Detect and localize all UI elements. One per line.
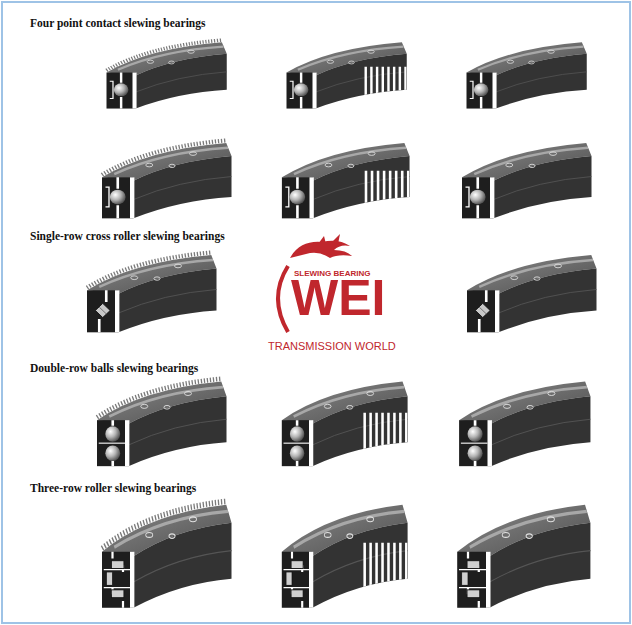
ball-element xyxy=(290,73,309,109)
bearing-body xyxy=(102,143,232,218)
gear-teeth xyxy=(358,138,465,220)
roller-element xyxy=(104,552,130,608)
bearing-body xyxy=(457,505,590,608)
roller-element xyxy=(284,552,310,608)
bearing-body xyxy=(467,42,587,108)
gear-teeth xyxy=(87,253,211,288)
section-heading-box: Three-row roller slewing bearings xyxy=(30,478,196,496)
bearing-body xyxy=(87,255,217,332)
roller-element xyxy=(475,290,490,332)
ball-element xyxy=(466,177,486,218)
ball-element xyxy=(470,73,489,109)
section-heading: Four point contact slewing bearings xyxy=(30,17,206,29)
bearing-body xyxy=(102,505,232,608)
gear-teeth xyxy=(102,501,226,548)
logo-arc xyxy=(278,266,288,332)
gear-teeth xyxy=(357,498,462,610)
ball-element xyxy=(461,420,488,466)
bearing-body xyxy=(462,143,592,218)
section-heading-box: Double-row balls slewing bearings xyxy=(30,358,198,376)
ball-element xyxy=(110,73,129,109)
gear-teeth xyxy=(102,140,226,174)
roller-element xyxy=(459,552,486,608)
gear-teeth xyxy=(97,379,221,418)
section-heading: Three-row roller slewing bearings xyxy=(30,482,196,494)
logo-text: TRANSMISSION WORLD xyxy=(268,341,396,353)
section-heading: Double-row balls slewing bearings xyxy=(30,362,198,374)
ball-element xyxy=(284,420,310,466)
logo-dragon xyxy=(290,234,352,258)
ball-element xyxy=(99,420,125,466)
ball-element xyxy=(285,177,305,218)
bearing-body xyxy=(459,382,590,467)
logo-text-box: WEI xyxy=(291,272,385,325)
bearing-body xyxy=(467,255,597,332)
bearing-body xyxy=(107,42,227,108)
gear-teeth xyxy=(357,376,462,468)
gear-teeth xyxy=(107,40,222,70)
logo-text: WEI xyxy=(291,272,385,325)
section-heading-box: Four point contact slewing bearings xyxy=(30,13,206,31)
section-heading-box: Single-row cross roller slewing bearings xyxy=(30,226,225,244)
gear-teeth xyxy=(358,38,459,110)
section-heading: Single-row cross roller slewing bearings xyxy=(30,230,225,242)
roller-element xyxy=(95,290,110,332)
logo-text-box: TRANSMISSION WORLD xyxy=(268,336,396,354)
bearing-body xyxy=(97,382,227,467)
ball-element xyxy=(106,177,126,218)
